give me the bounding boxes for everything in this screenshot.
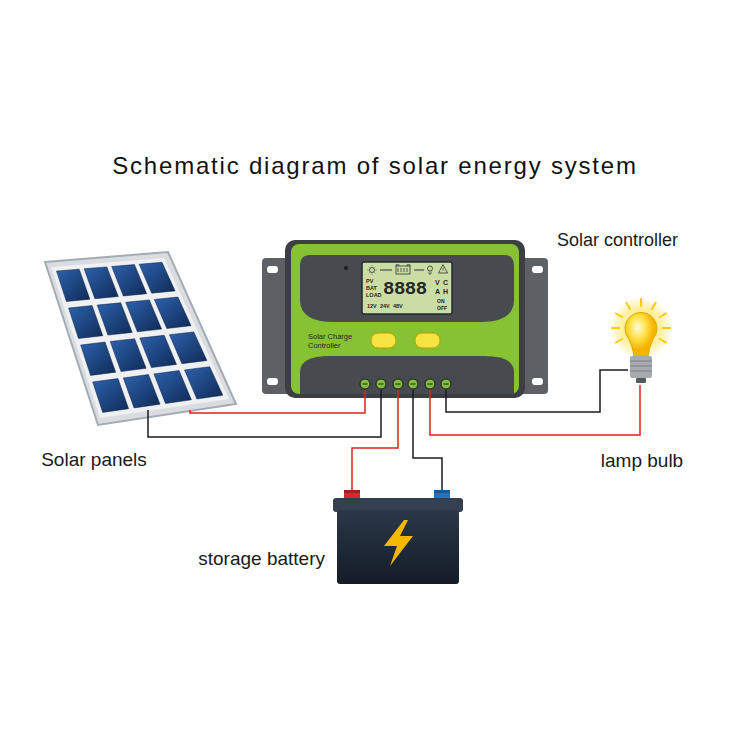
wire bbox=[352, 390, 398, 490]
lcd-voltage: 24V bbox=[380, 304, 390, 310]
brand-text: Solar Charge Controller bbox=[308, 333, 358, 350]
sun-rays bbox=[368, 266, 377, 275]
component-label: Solar controller bbox=[557, 230, 678, 252]
lamp-base bbox=[630, 356, 652, 378]
lamp-tip bbox=[636, 378, 646, 383]
lcd-indicator: LOAD bbox=[366, 293, 382, 299]
lcd-unit: C bbox=[443, 279, 448, 286]
mounting-hole bbox=[532, 378, 543, 385]
lamp-glow bbox=[609, 296, 673, 360]
controller-face bbox=[291, 244, 519, 394]
wire-group bbox=[148, 370, 640, 490]
solar-cell bbox=[140, 335, 177, 367]
battery-icon-bars bbox=[396, 265, 410, 272]
bulb-icon-base bbox=[429, 272, 431, 275]
warning-icon bbox=[439, 265, 448, 274]
mounting-hole bbox=[267, 378, 278, 385]
lcd-switch: ON bbox=[437, 299, 445, 304]
terminal-screw bbox=[363, 384, 449, 385]
solar-panel: Solar panels bbox=[45, 252, 236, 410]
positive-post-top bbox=[344, 490, 360, 493]
flow-dash bbox=[380, 270, 424, 271]
solar-cell bbox=[97, 303, 132, 335]
lcd-screen bbox=[362, 262, 452, 314]
lcd-unit: H bbox=[443, 288, 448, 295]
solar-cell bbox=[81, 342, 116, 375]
light-sensor bbox=[344, 266, 348, 270]
bulb-icon bbox=[428, 266, 433, 271]
terminal-band bbox=[300, 356, 514, 394]
wire bbox=[446, 370, 628, 412]
solar-cell bbox=[57, 269, 90, 301]
mounting-hole bbox=[532, 266, 543, 273]
lcd-switch: OFF bbox=[437, 306, 447, 311]
button bbox=[415, 333, 440, 348]
lcd-digits: 8888 bbox=[383, 280, 427, 299]
display-bezel bbox=[300, 255, 514, 322]
solar-cell bbox=[139, 262, 175, 293]
button bbox=[371, 333, 396, 348]
solar-cell bbox=[154, 297, 191, 328]
lcd-indicator: BAT bbox=[366, 286, 377, 292]
charge-controller: Solar controllerSolar Charge Controller bbox=[262, 240, 548, 390]
sun-icon bbox=[370, 268, 375, 273]
solar-cell bbox=[84, 267, 118, 299]
wire bbox=[148, 390, 381, 437]
lamp-thread bbox=[630, 361, 652, 371]
solar-cell bbox=[126, 300, 162, 332]
solar-cell bbox=[110, 339, 146, 372]
lamp-bulb: lamp bulb bbox=[628, 300, 654, 385]
storage-battery: storage battery bbox=[333, 490, 463, 584]
terminal-row bbox=[360, 379, 451, 389]
component-label: lamp bulb bbox=[572, 450, 712, 473]
panel-backing bbox=[51, 258, 229, 418]
negative-post-top bbox=[434, 490, 450, 493]
lightning-bolt bbox=[384, 520, 413, 566]
solar-cell bbox=[185, 367, 223, 399]
solar-cell bbox=[123, 375, 160, 408]
component-label: storage battery bbox=[158, 548, 325, 571]
component-label: Solar panels bbox=[14, 449, 174, 472]
controller-housing bbox=[285, 240, 525, 398]
solar-cell bbox=[93, 379, 129, 413]
mounting-hole bbox=[267, 266, 278, 273]
wire bbox=[190, 390, 365, 413]
battery-body bbox=[337, 510, 459, 584]
lcd-unit: V bbox=[435, 279, 440, 286]
panel-frame bbox=[45, 252, 236, 425]
wire bbox=[430, 385, 640, 435]
solar-cell bbox=[169, 332, 207, 364]
lcd-indicator: PV bbox=[366, 279, 373, 285]
lcd-unit: A bbox=[435, 288, 440, 295]
solar-cell bbox=[154, 371, 192, 404]
lcd-voltage: 48V bbox=[393, 304, 403, 310]
diagram-title: Schematic diagram of solar energy system bbox=[0, 152, 750, 181]
solar-cell bbox=[69, 306, 103, 339]
battery-lid bbox=[333, 498, 463, 512]
lcd-voltage: 12V bbox=[367, 304, 377, 310]
wire bbox=[413, 390, 442, 490]
panel-cells bbox=[57, 262, 223, 412]
lamp-glass bbox=[625, 312, 657, 356]
